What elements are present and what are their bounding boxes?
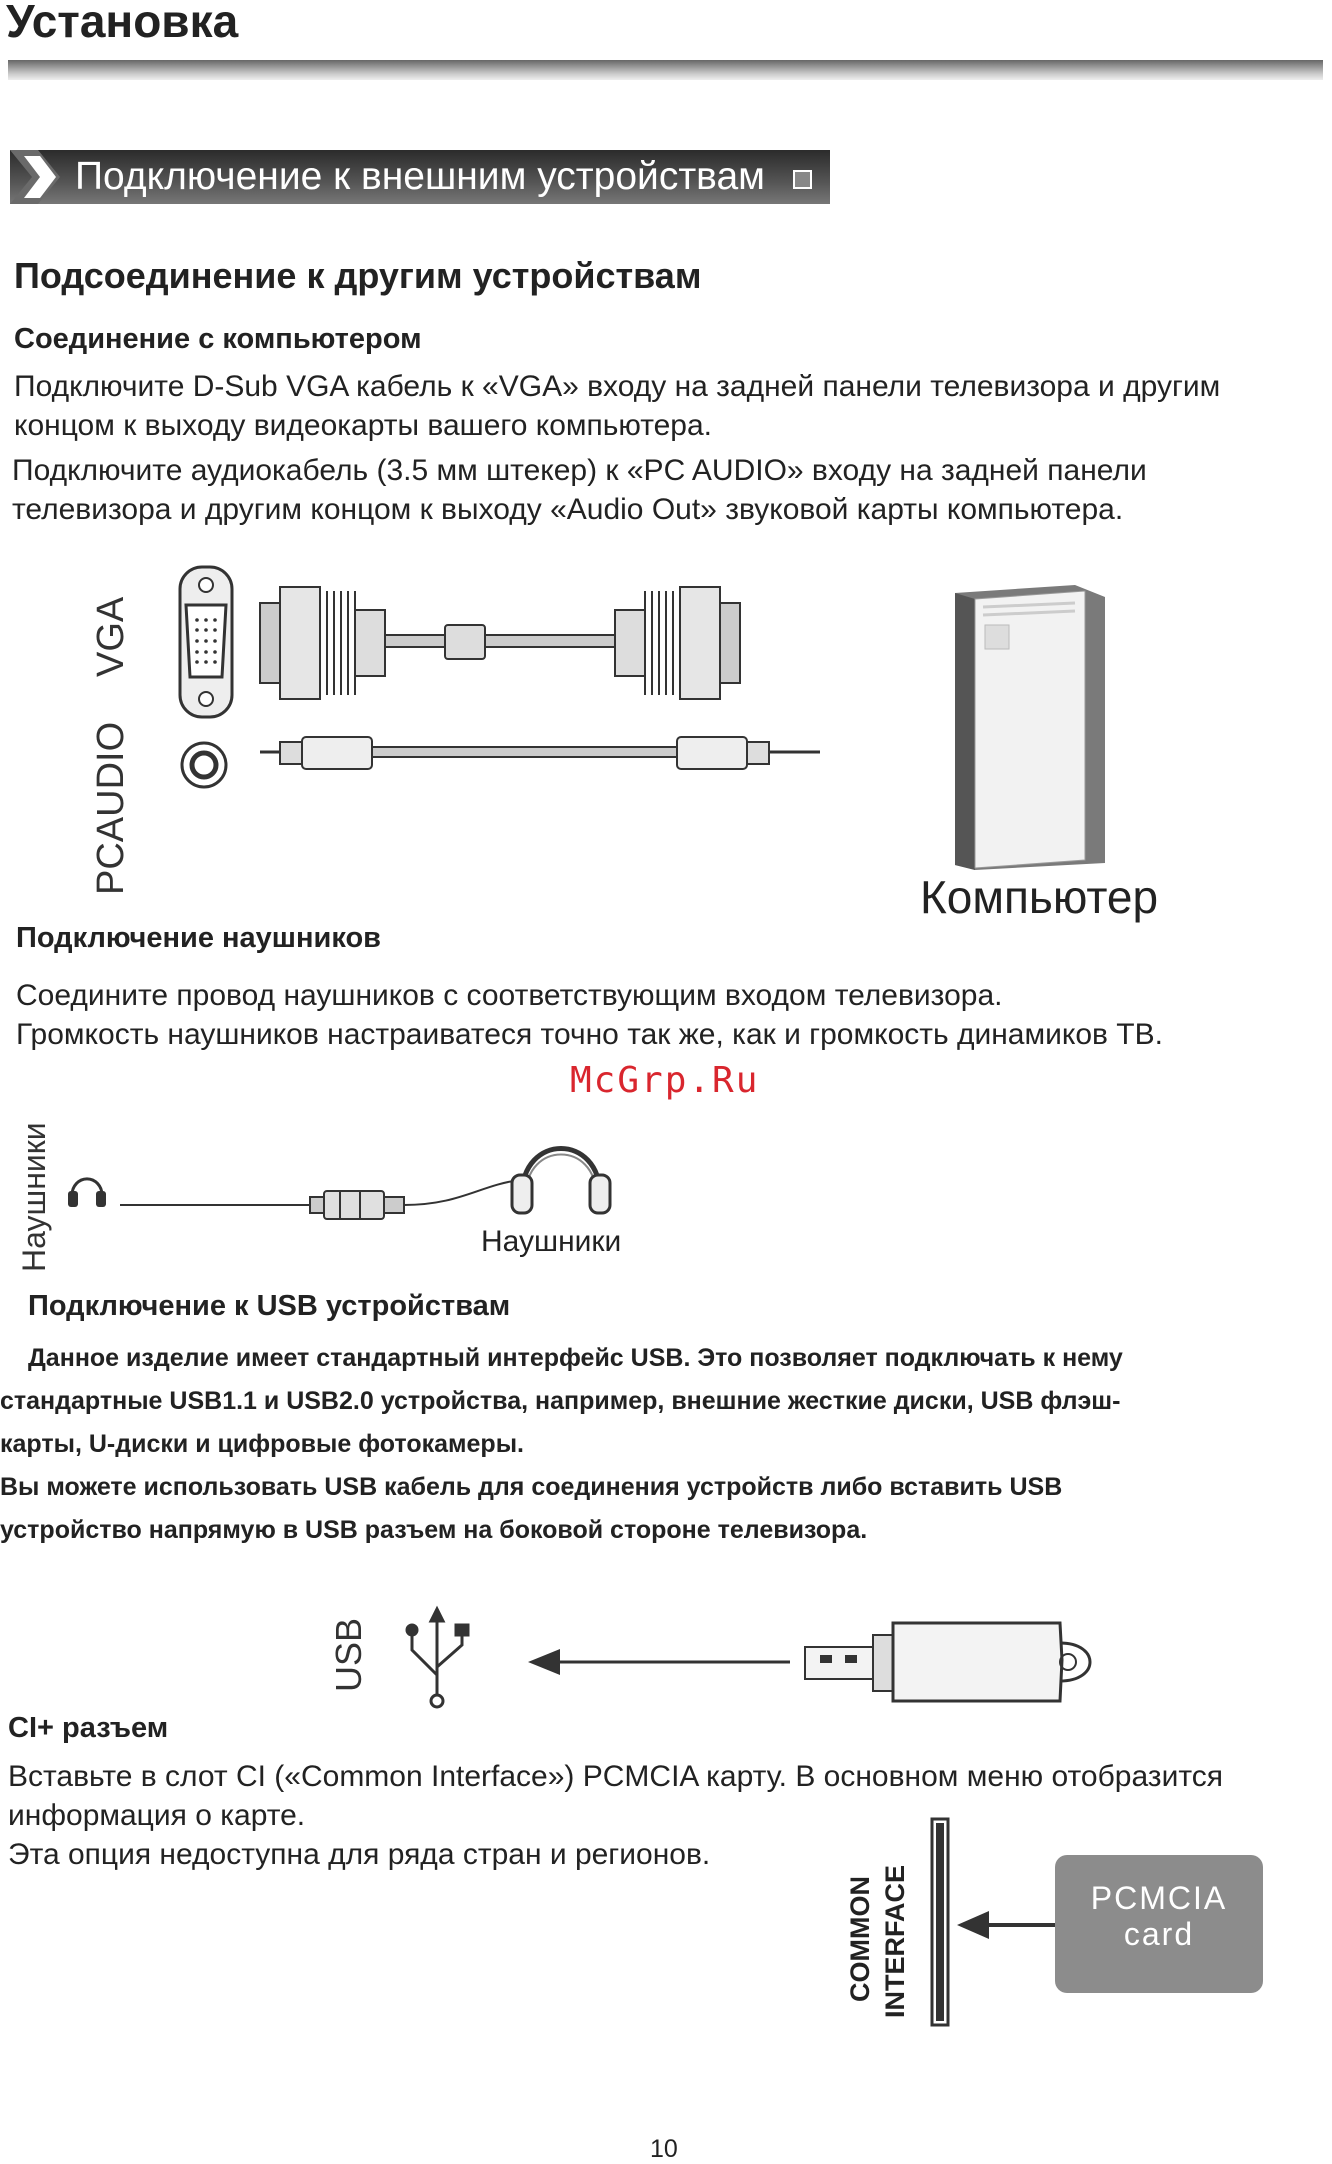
usb-line1: Данное изделие имеет стандартный интерфе… xyxy=(28,1344,1123,1372)
usb-line3: карты, U-диски и цифровые фотокамеры. xyxy=(0,1430,524,1458)
pcaudio-port-label: PCAUDIO xyxy=(90,721,132,895)
headphones-heading: Подключение наушников xyxy=(16,922,381,954)
computer-label: Компьютер xyxy=(920,871,1159,923)
headphones-device-label: Наушники xyxy=(481,1225,622,1258)
ci-line3: Эта опция недоступна для ряда стран и ре… xyxy=(8,1838,711,1871)
vga-audio-cable-diagram xyxy=(178,565,820,789)
usb-heading: Подключение к USB устройствам xyxy=(28,1290,511,1322)
page-number: 10 xyxy=(650,2135,678,2163)
ci-line2: информация о карте. xyxy=(8,1799,306,1832)
pc-para2-line1: Подключите аудиокабель (3.5 мм штекер) к… xyxy=(12,454,1147,487)
vga-port-label: VGA xyxy=(90,596,132,677)
watermark: McGrp.Ru xyxy=(570,1060,760,1101)
title-rule xyxy=(8,60,1323,80)
pcmcia-card-line1: PCMCIA xyxy=(1090,1880,1228,1916)
section-title: Подсоединение к другим устройствам xyxy=(14,255,702,296)
headphones-cable-diagram xyxy=(68,1146,612,1220)
usb-line4: Вы можете использовать USB кабель для со… xyxy=(0,1473,1063,1501)
banner-arrow-icon xyxy=(10,150,60,204)
banner-square-icon xyxy=(793,170,812,189)
computer-tower-icon xyxy=(955,585,1105,870)
ci-slot-diagram xyxy=(930,1817,1055,2027)
banner-title: Подключение к внешним устройствам xyxy=(75,155,765,198)
headphones-line1: Соедините провод наушников с соответству… xyxy=(16,979,1003,1012)
usb-diagram xyxy=(405,1605,1092,1709)
headphones-line2: Громкость наушников настраиватеся точно … xyxy=(16,1018,1163,1051)
usb-line5: устройство напрямую в USB разъем на боко… xyxy=(0,1516,868,1544)
pcmcia-card xyxy=(1055,1855,1263,1993)
pc-para2-line2: телевизора и другим концом к выходу «Aud… xyxy=(12,493,1124,526)
usb-symbol-icon xyxy=(405,1605,470,1709)
page-title: Установка xyxy=(6,0,239,47)
section-banner xyxy=(10,150,830,204)
pc-para1-line2: концом к выходу видеокарты вашего компью… xyxy=(14,409,713,442)
pcmcia-card-label: PCMCIA card xyxy=(1055,1880,1263,1952)
usb-side-label: USB xyxy=(328,1617,369,1692)
ci-slot-label-common: COMMON xyxy=(845,1876,875,2002)
ci-slot-label-interface: INTERFACE xyxy=(880,1864,910,2018)
pc-heading: Соединение с компьютером xyxy=(14,323,422,355)
headphones-side-label: Наушники xyxy=(16,1122,52,1272)
usb-line2: стандартные USB1.1 и USB2.0 устройства, … xyxy=(0,1387,1121,1415)
pcmcia-card-line2: card xyxy=(1123,1916,1195,1952)
pc-para1-line1: Подключите D-Sub VGA кабель к «VGA» вход… xyxy=(14,370,1221,403)
ci-heading: CI+ разъем xyxy=(8,1712,169,1744)
ci-line1: Вставьте в слот CI («Common Interface») … xyxy=(8,1760,1223,1793)
